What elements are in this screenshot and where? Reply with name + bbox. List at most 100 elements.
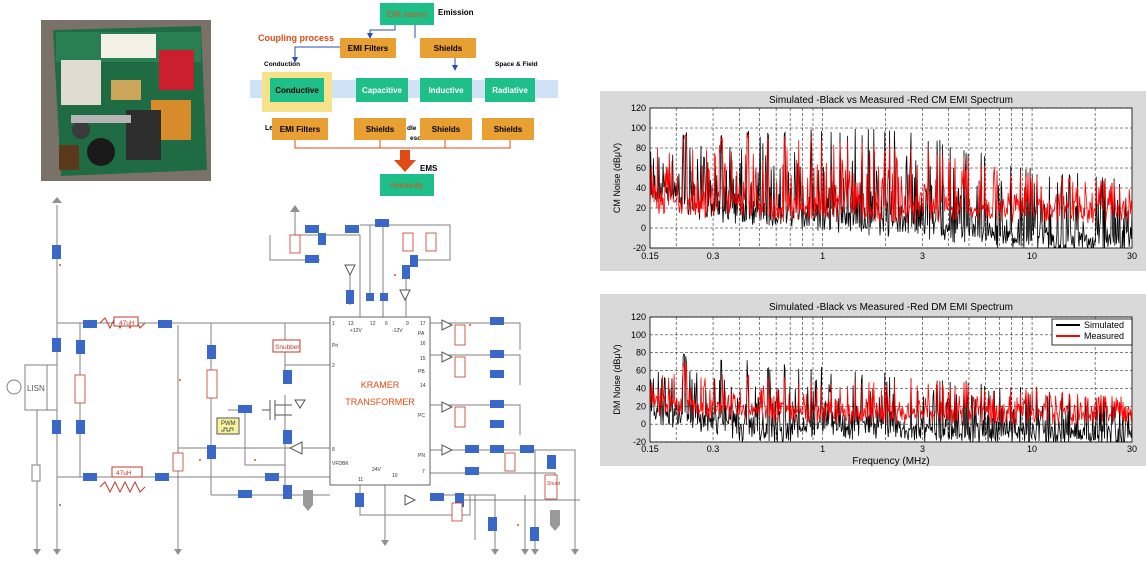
y-tick-label: 40 (636, 183, 646, 193)
pin-pb: PB (418, 369, 425, 375)
emi-filters-bottom-box (272, 118, 328, 140)
fragment-dle: dle (407, 125, 417, 132)
series-line-1 (650, 134, 1132, 224)
shields-top-box (420, 38, 476, 58)
dm-spectrum-chart: Simulated -Black vs Measured -Red DM EMI… (612, 302, 1137, 467)
circuit-schematic: LISN 47uH 47uH (0, 195, 590, 557)
mosfet-icon (262, 400, 292, 420)
fragment-le: Le (265, 125, 273, 132)
pcb-photo (41, 20, 211, 181)
pin-15: 15 (420, 356, 426, 362)
x-axis-label: Frequency (MHz) (852, 456, 929, 466)
pin-10: 10 (392, 473, 398, 479)
pin-2: 2 (332, 363, 335, 369)
pin-pn: PN (418, 453, 425, 459)
emission-label: Emission (438, 8, 474, 17)
probe-left (303, 490, 313, 505)
emi-filters-bottom-label: EMI Filters (280, 125, 321, 134)
chart-title: Simulated -Black vs Measured -Red DM EMI… (769, 302, 1013, 313)
emi-source-label: EMI source (387, 10, 428, 19)
pin-13: 13 (348, 321, 354, 327)
transformer-line1: KRAMER (361, 380, 400, 390)
y-tick-label: 0 (641, 223, 646, 233)
pin-12v-pos: +12V (350, 328, 362, 334)
pwm-label: PWM (221, 421, 236, 427)
emi-source-box (380, 3, 434, 25)
immunity-label: Immunity (391, 181, 423, 190)
shields-label-2: Shields (432, 125, 461, 134)
snubber-block (272, 339, 301, 353)
ac-source-icon (6, 379, 22, 395)
x-tick-label: 0.15 (641, 251, 659, 261)
x-tick-label: 0.15 (641, 444, 659, 454)
emi-filters-top-label: EMI Filters (348, 44, 389, 53)
kramer-transformer-block (329, 316, 431, 486)
inductive-label: Inductive (428, 86, 464, 95)
transformer-line2: TRANSFORMER (345, 397, 415, 407)
x-tick-label: 30 (1127, 444, 1137, 454)
y-axis-label: DM Noise (dBμV) (612, 344, 622, 414)
y-tick-label: 0 (641, 419, 646, 429)
space-field-label: Space & Field (495, 61, 538, 68)
pin-9: 9 (406, 321, 409, 327)
pwm-block (216, 417, 240, 435)
pin-vfdbk: VFDBK (332, 461, 349, 467)
y-tick-label: 20 (636, 401, 646, 411)
pin-12: 12 (370, 321, 376, 327)
x-tick-label: 30 (1127, 251, 1137, 261)
inductor-bottom-label: 47uH (116, 470, 132, 477)
conductive-box (270, 78, 324, 102)
shields-label-3: Shields (494, 125, 523, 134)
y-tick-label: 40 (636, 383, 646, 393)
ems-label: EMS (420, 164, 438, 173)
pin-12v-neg: -12V (392, 328, 403, 334)
probe-right (550, 510, 560, 525)
pin-24v: 24V (372, 467, 382, 473)
shields-top-label: Shields (434, 44, 463, 53)
shunt-label: Shunt (547, 481, 561, 487)
snubber-label: Snubber (275, 344, 300, 351)
pin-6: 6 (385, 321, 388, 327)
pin-16: 16 (420, 341, 426, 347)
legend-box (1051, 318, 1133, 346)
shields-box-2 (420, 118, 472, 140)
shields-box-3 (482, 118, 534, 140)
x-tick-label: 3 (920, 444, 925, 454)
pin-pa: PA (418, 331, 425, 337)
x-tick-label: 0.3 (707, 251, 720, 261)
capacitive-box (356, 78, 408, 102)
x-tick-label: 3 (920, 251, 925, 261)
legend-label-1: Measured (1084, 331, 1124, 341)
shields-box-1 (354, 118, 406, 140)
series-line-0 (650, 353, 1132, 442)
x-tick-label: 0.3 (707, 444, 720, 454)
pin-1: 1 (332, 321, 335, 327)
ems-arrow (394, 150, 416, 172)
series-line-1 (650, 362, 1132, 425)
pin-pc: PC (418, 413, 425, 419)
y-tick-label: 80 (636, 143, 646, 153)
x-tick-label: 1 (820, 444, 825, 454)
y-tick-label: 100 (631, 123, 646, 133)
conductive-label: Conductive (275, 86, 319, 95)
pin-17: 17 (420, 321, 426, 327)
y-tick-label: -20 (633, 437, 646, 447)
y-tick-label: 120 (631, 103, 646, 113)
pin-11: 11 (358, 477, 363, 483)
y-tick-label: 120 (631, 312, 646, 322)
x-tick-label: 10 (1027, 444, 1037, 454)
cm-spectrum-panel: Simulated -Black vs Measured -Red CM EMI… (600, 91, 1146, 271)
emi-flow-diagram: EMI source Emission Coupling process EMI… (250, 0, 560, 200)
component-blocks (52, 219, 556, 541)
y-axis-label: CM Noise (dBμV) (612, 143, 622, 213)
dm-spectrum-panel: Simulated -Black vs Measured -Red DM EMI… (600, 294, 1146, 467)
y-tick-label: 20 (636, 203, 646, 213)
shields-label-1: Shields (366, 125, 395, 134)
legend-label-0: Simulated (1084, 320, 1124, 330)
radiative-label: Radiative (492, 86, 528, 95)
radiative-box (485, 78, 535, 102)
x-tick-label: 1 (820, 251, 825, 261)
y-tick-label: 60 (636, 366, 646, 376)
capacitive-label: Capacitive (362, 86, 403, 95)
conduction-label: Conduction (264, 61, 300, 68)
